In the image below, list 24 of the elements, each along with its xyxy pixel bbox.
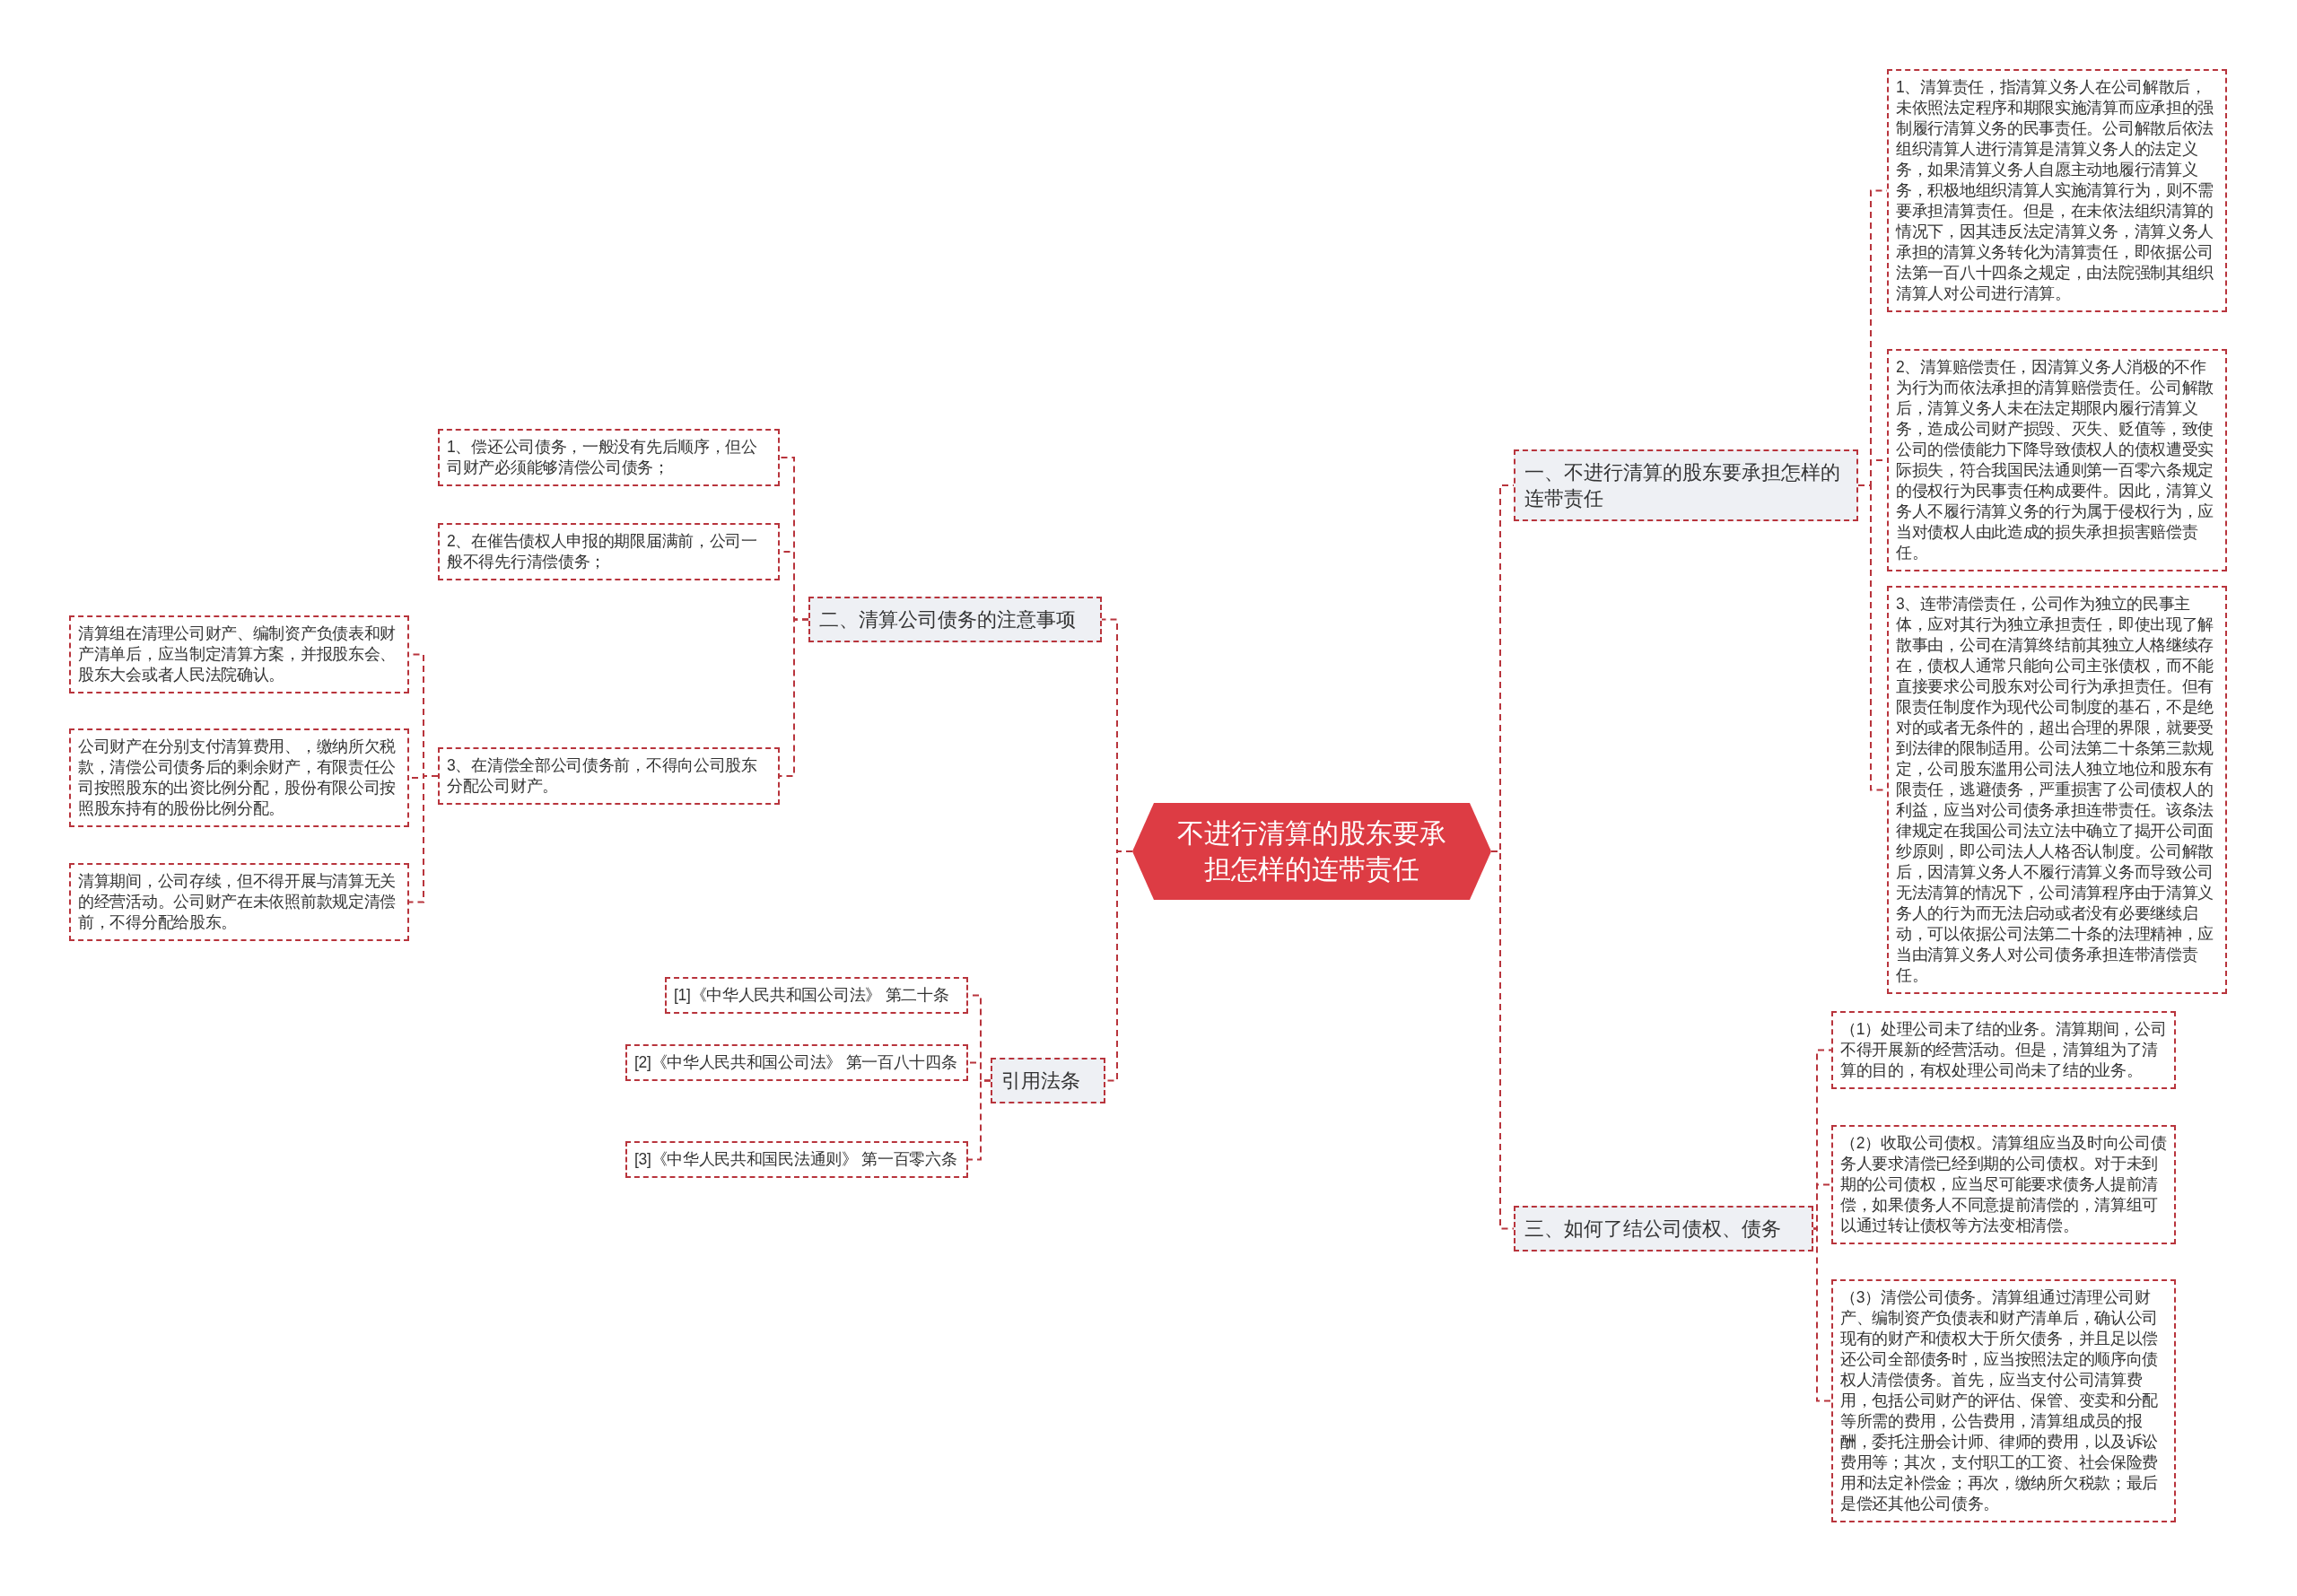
connector-line: [1812, 1227, 1832, 1402]
note-box: [1]《中华人民共和国公司法》 第二十条: [665, 977, 968, 1014]
central-topic: 不进行清算的股东要承担怎样的连带责任: [1132, 803, 1491, 900]
connector-line: [967, 1079, 991, 1161]
connector-line: [779, 618, 809, 777]
note-box: 2、在催告债权人申报的期限届满前，公司一般不得先行清偿债务；: [438, 523, 780, 580]
note-box: （2）收取公司债权。清算组应当及时向公司债务人要求清偿已经到期的公司债权。对于未到期的公司债权，应当尽可能要求债务人提前清偿，如果债务人不同意提前清偿的，清算组可以通过转让债权等方法变相清偿。: [1831, 1125, 2176, 1244]
note-box: 3、在清偿全部公司债务前，不得向公司股东分配公司财产。: [438, 747, 780, 805]
note-box: （3）清偿公司债务。清算组通过清理公司财产、编制资产负债表和财产清单后，确认公司现有的财产和债权大于所欠债务，并且足以偿还公司全部债务时，应当按照法定的顺序向债权人清偿债务。首先，应当支付公司清算费用，包括公司财产的评估、保管、变卖和分配等所需的费用，公告费用，清算组成员的报酬，委托注册会计师、律师的费用，以及诉讼费用等；其次，支付职工的工资、社会保险费用和法定补偿金；再次，缴纳所欠税款；最后是偿还其他公司债务。: [1831, 1279, 2176, 1522]
topic-box: 三、如何了结公司债权、债务: [1514, 1206, 1813, 1252]
note-box: 1、清算责任，指清算义务人在公司解散后，未依照法定程序和期限实施清算而应承担的强制履行清算义务的民事责任。公司解散后依法组织清算人进行清算是清算义务人的法定义务，如果清算义务人自愿主动地履行清算义务，积极地组织清算人实施清算行为，则不需要承担清算责任。但是，在未依法组织清算的情况下，因其违反法定清算义务，清算义务人承担的清算义务转化为清算责任，即依据公司法第一百八十四条之规定，由法院强制其组织清算人对公司进行清算。: [1887, 69, 2227, 312]
connector-line: [408, 775, 439, 903]
note-box: 公司财产在分别支付清算费用、，缴纳所欠税款，清偿公司债务后的剩余财产，有限责任公司按照股东的出资比例分配，股份有限公司按照股东持有的股份比例分配。: [69, 728, 409, 827]
note-box: 3、连带清偿责任，公司作为独立的民事主体，应对其行为独立承担责任，即使出现了解散事由，公司在清算终结前其独立人格继续存在，债权人通常只能向公司主张债权，而不能直接要求公司股东对公司行为承担责任。但有限责任制度作为现代公司制度的基石，不是绝对的或者无条件的，超出合理的界限，就要受到法律的限制适用。公司法第二十条第三款规定，公司股东滥用公司法人独立地位和股东有限责任，逃避债务，严重损害了公司债权人的利益，应当对公司债务承担连带责任。该条法律规定在我国公司法立法中确立了揭开公司面纱原则，即公司法人人格否认制度。公司解散后，因清算义务人不履行清算义务而导致公司无法清算的情况下，公司清算程序由于清算义务人的行为而无法启动或者没有必要继续启动，可以依据公司法第二十条的法理精神，应当由清算义务人对公司债务承担连带清偿责任。: [1887, 586, 2227, 994]
note-box: 2、清算赔偿责任，因清算义务人消极的不作为行为而依法承担的清算赔偿责任。公司解散后，清算义务人未在法定期限内履行清算义务，造成公司财产损毁、灭失、贬值等，致使公司的偿债能力下降导致债权人的债权遭受实际损失，符合我国民法通则第一百零六条规定的侵权行为民事责任构成要件。因此，清算义务人不履行清算义务的行为属于侵权行为，应当对债权人由此造成的损失承担损害赔偿责任。: [1887, 349, 2227, 571]
topic-box: 一、不进行清算的股东要承担怎样的连带责任: [1514, 449, 1858, 521]
note-box: （1）处理公司未了结的业务。清算期间，公司不得开展新的经营活动。但是，清算组为了清算的目的，有权处理公司尚未了结的业务。: [1831, 1011, 2176, 1089]
note-box: 1、偿还公司债务，一般没有先后顺序，但公司财产必须能够清偿公司债务；: [438, 429, 780, 486]
note-box: [3]《中华人民共和国民法通则》 第一百零六条: [625, 1141, 968, 1178]
topic-box: 二、清算公司债务的注意事项: [808, 597, 1102, 642]
note-box: 清算期间，公司存续，但不得开展与清算无关的经营活动。公司财产在未依照前款规定清偿前，不得分配给股东。: [69, 863, 409, 941]
note-box: [2]《中华人民共和国公司法》 第一百八十四条: [625, 1044, 968, 1081]
note-box: 清算组在清理公司财产、编制资产负债表和财产清单后，应当制定清算方案，并报股东会、股东大会或者人民法院确认。: [69, 615, 409, 693]
topic-box: 引用法条: [991, 1058, 1105, 1103]
